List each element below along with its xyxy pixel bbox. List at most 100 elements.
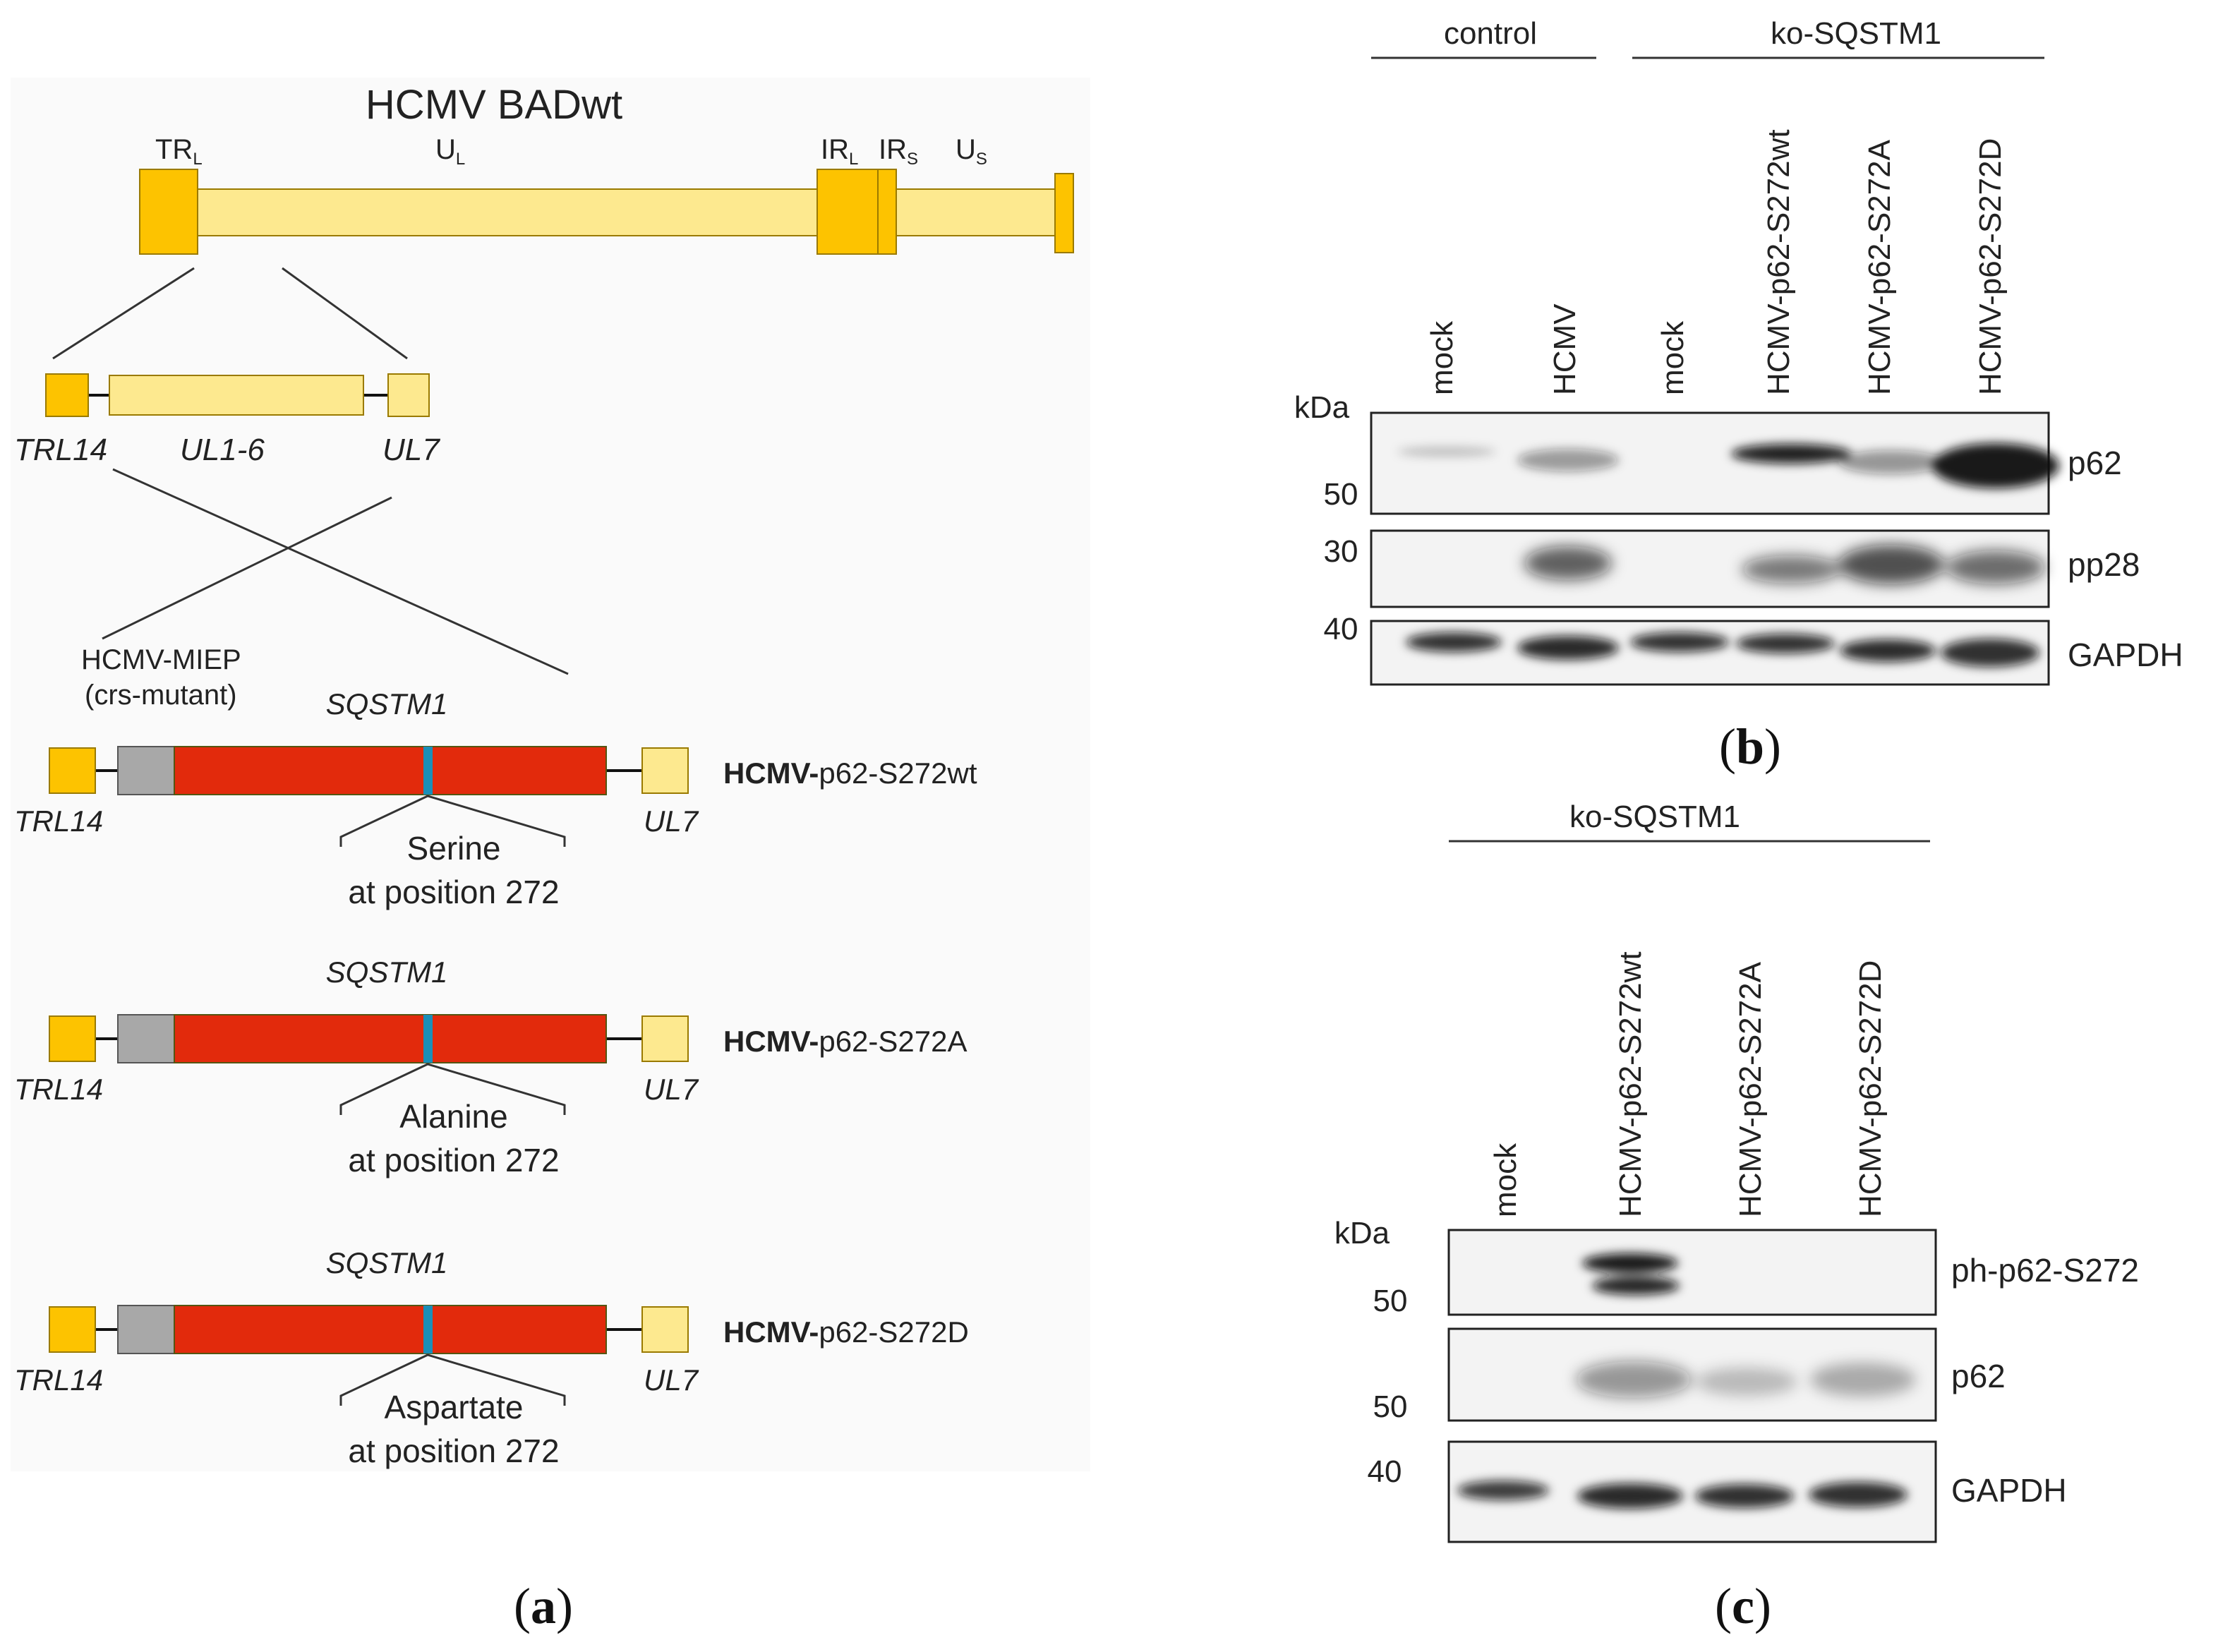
- locus-label-ul1-6: UL1-6: [180, 433, 265, 467]
- trl-segment: [139, 169, 198, 255]
- locus-trl14-box: [45, 373, 89, 417]
- kda-label: kDa: [1334, 1216, 1390, 1250]
- band: [1630, 632, 1729, 652]
- residue-label: Serine: [407, 830, 501, 867]
- panel-c-caption: (c): [1715, 1578, 1771, 1634]
- residue-callout-bracket: [339, 1353, 566, 1406]
- construct-s272wt: SQSTM1 TRL14 UL7 HCMV-p62-S272wt Serine …: [14, 687, 977, 910]
- band: [1838, 545, 1944, 584]
- marker-50: 50: [1373, 1389, 1408, 1424]
- construct-trl14-box: [49, 1306, 96, 1353]
- construct-left-label: TRL14: [14, 1363, 103, 1397]
- construct-right-label: UL7: [644, 1363, 699, 1397]
- blot-ph-p62-s272: ph-p62-S272: [1447, 1229, 2139, 1316]
- locus-zoom: TRL14 UL1-6 UL7 HCMV-MIEP (crs-mutant): [14, 373, 569, 711]
- promoter-label-line1: HCMV-MIEP: [81, 644, 241, 675]
- marker-50: 50: [1373, 1284, 1408, 1318]
- band: [1397, 447, 1496, 457]
- band: [1932, 443, 2059, 488]
- zoom-line-right: [282, 267, 408, 360]
- construct-right-label: UL7: [644, 1073, 699, 1106]
- lane-label: HCMV-p62-S272D: [1973, 138, 2008, 395]
- band: [1457, 1481, 1549, 1500]
- lane-label: mock: [1656, 320, 1690, 395]
- promoter-box: [117, 1305, 175, 1354]
- lane-label: HCMV: [1548, 303, 1582, 395]
- blot-label: p62: [2068, 445, 2122, 481]
- panel-b: control ko-SQSTM1 mock HCMV mock HCMV-p6…: [1294, 16, 2183, 775]
- band: [1742, 555, 1840, 584]
- construct-gene-label: SQSTM1: [326, 955, 448, 989]
- construct-s272d: SQSTM1 TRL14 UL7 HCMV-p62-S272D Aspartat…: [14, 1246, 969, 1469]
- zoom-line-left: [52, 267, 195, 360]
- blot-label: GAPDH: [1951, 1472, 2067, 1509]
- construct-ul7-box: [641, 1015, 689, 1062]
- sqstm1-orf: [174, 746, 607, 795]
- residue-label: Alanine: [399, 1098, 507, 1135]
- sqstm1-orf: [174, 1014, 607, 1063]
- segment-label-irl: IRL: [821, 134, 858, 169]
- construct-gene-label: SQSTM1: [326, 1246, 448, 1279]
- lane-label: HCMV-p62-S272wt: [1761, 129, 1796, 395]
- construct-s272a: SQSTM1 TRL14 UL7 HCMV-p62-S272A Alanine …: [14, 955, 968, 1178]
- blot-p62: p62: [1370, 411, 2122, 515]
- construct-left-label: TRL14: [14, 1073, 103, 1106]
- segment-label-irs: IRS: [879, 134, 918, 169]
- panel-c: ko-SQSTM1 mock HCMV-p62-S272wt HCMV-p62-…: [1334, 800, 2139, 1634]
- blot-gapdh: GAPDH: [1447, 1440, 2067, 1543]
- blot-label: ph-p62-S272: [1951, 1252, 2139, 1289]
- blot-label: p62: [1951, 1358, 2006, 1394]
- group-label-ko: ko-SQSTM1: [1771, 16, 1941, 51]
- band: [1941, 639, 2039, 667]
- band: [1406, 632, 1502, 652]
- band: [1576, 1361, 1692, 1398]
- residue-label: Aspartate: [385, 1389, 524, 1425]
- segment-label-ul: UL: [435, 134, 465, 169]
- construct-trl14-box: [49, 747, 96, 794]
- ul-segment: [197, 188, 818, 236]
- construct-right-label: UL7: [644, 804, 699, 838]
- lane-label: HCMV-p62-S272D: [1853, 960, 1888, 1217]
- blot-label: pp28: [2068, 546, 2140, 583]
- lane-label: HCMV-p62-S272A: [1862, 139, 1897, 395]
- construct-name: HCMV-p62-S272D: [723, 1315, 969, 1349]
- us-segment: [896, 188, 1056, 236]
- blot-p62: p62: [1447, 1327, 2006, 1422]
- band: [1731, 444, 1851, 464]
- trs-segment: [1054, 173, 1074, 253]
- band: [1695, 1484, 1794, 1508]
- band: [1809, 1482, 1907, 1507]
- blot-membrane: [1447, 1229, 1937, 1316]
- s272-site-marker: [423, 1306, 433, 1353]
- crossover-line-1: [112, 468, 569, 675]
- locus-ul1-6-box: [109, 375, 364, 416]
- lane-label: HCMV-p62-S272A: [1733, 961, 1768, 1217]
- irl-segment: [816, 169, 879, 255]
- construct-left-label: TRL14: [14, 804, 103, 838]
- lane-label: mock: [1488, 1142, 1523, 1217]
- promoter-label-line2: (crs-mutant): [85, 680, 237, 711]
- band: [1517, 636, 1619, 660]
- construct-trl14-box: [49, 1015, 96, 1062]
- segment-label-trl: TRL: [155, 134, 203, 169]
- promoter-box: [117, 1014, 175, 1063]
- residue-position-label: at position 272: [348, 874, 559, 910]
- marker-50: 50: [1324, 477, 1358, 512]
- band: [1736, 634, 1835, 653]
- blot-membrane: [1370, 620, 2050, 686]
- residue-position-label: at position 272: [348, 1433, 559, 1469]
- construct-ul7-box: [641, 747, 689, 794]
- s272-site-marker: [423, 1015, 433, 1063]
- band: [1517, 449, 1619, 471]
- marker-40: 40: [1368, 1454, 1402, 1489]
- promoter-box: [117, 746, 175, 795]
- construct-name: HCMV-p62-S272A: [723, 1025, 968, 1058]
- segment-label-us: US: [956, 134, 987, 169]
- construct-gene-label: SQSTM1: [326, 687, 448, 721]
- s272-site-marker: [423, 747, 433, 795]
- panel-a-caption: (a): [514, 1578, 573, 1634]
- panel-a: HCMV BADwt TRL UL IRL IRS US TRL14 UL1-6…: [11, 78, 1090, 1634]
- locus-label-trl14: TRL14: [14, 433, 107, 467]
- lane-label: HCMV-p62-S272wt: [1613, 951, 1648, 1217]
